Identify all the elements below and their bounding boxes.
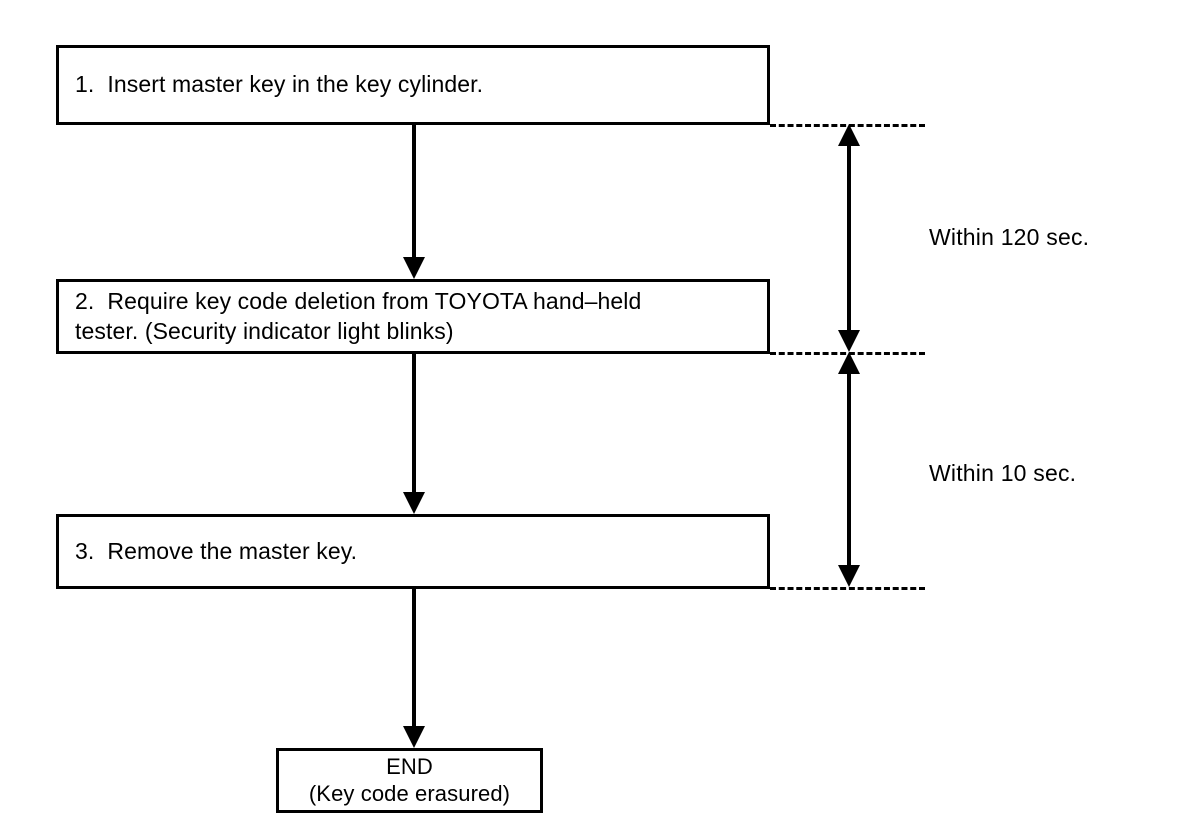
timing-label-within-120-sec: Within 120 sec. — [929, 224, 1090, 250]
terminator-box-end: END (Key code erasured) — [276, 748, 543, 813]
dimension-arrow-within-120-sec — [838, 124, 860, 352]
arrowhead-down-icon — [403, 257, 425, 279]
end-text: END (Key code erasured) — [308, 753, 511, 806]
connector-arrow-step1-to-step2 — [403, 124, 425, 279]
step-2-text: 2. Require key code deletion from TOYOTA… — [75, 287, 642, 344]
dimension-shaft — [847, 134, 851, 342]
process-box-step-2: 2. Require key code deletion from TOYOTA… — [56, 279, 770, 354]
process-box-step-3: 3. Remove the master key. — [56, 514, 770, 589]
connector-arrow-step2-to-step3 — [403, 353, 425, 514]
timing-label-within-10-sec: Within 10 sec. — [929, 460, 1077, 486]
dashed-extension-line-bottom — [770, 587, 925, 590]
arrowhead-down-icon — [403, 726, 425, 748]
connector-shaft — [412, 588, 416, 731]
step-1-text: 1. Insert master key in the key cylinder… — [75, 71, 484, 98]
connector-shaft — [412, 124, 416, 262]
dimension-shaft — [847, 362, 851, 577]
process-box-step-1: 1. Insert master key in the key cylinder… — [56, 45, 770, 125]
arrowhead-down-icon — [403, 492, 425, 514]
connector-shaft — [412, 353, 416, 497]
dimension-arrow-within-10-sec — [838, 352, 860, 587]
connector-arrow-step3-to-end — [403, 588, 425, 748]
step-3-text: 3. Remove the master key. — [75, 537, 358, 564]
arrowhead-down-icon — [838, 565, 860, 587]
arrowhead-down-icon — [838, 330, 860, 352]
